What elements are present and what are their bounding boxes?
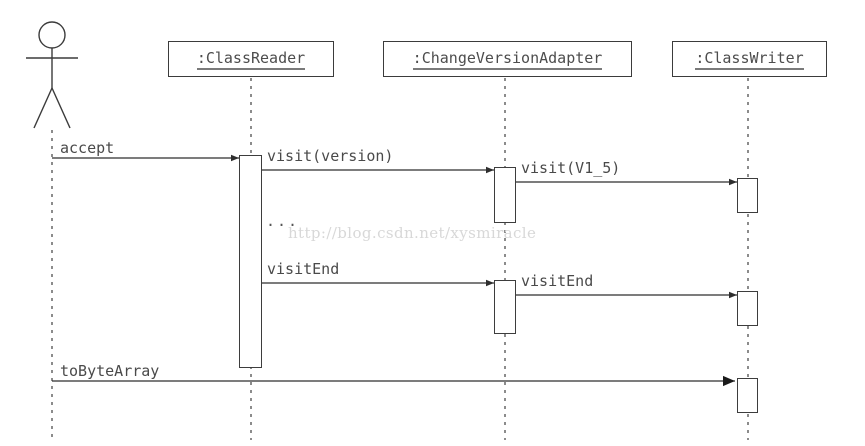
- actor-leg-left-line: [33, 87, 53, 129]
- activation-bar-adapter-2: [494, 280, 516, 334]
- activation-bar-writer-2: [737, 291, 758, 326]
- participant-box-class-reader[interactable]: :ClassReader: [168, 41, 334, 77]
- message-label-to-byte-array: toByteArray: [60, 362, 160, 380]
- activation-bar-writer-3: [737, 378, 758, 413]
- message-label-visit-end-adapter: visitEnd: [521, 272, 594, 290]
- participant-box-class-writer[interactable]: :ClassWriter: [672, 41, 827, 77]
- messages-group: [52, 154, 737, 387]
- participant-box-change-version-adapter[interactable]: :ChangeVersionAdapter: [383, 41, 632, 77]
- continuation-ellipsis: ...: [266, 212, 300, 230]
- actor-leg-right-line: [51, 87, 71, 129]
- activation-bar-writer-1: [737, 178, 758, 213]
- participant-label-change-version-adapter: :ChangeVersionAdapter: [412, 49, 603, 70]
- lifelines-group: [51, 78, 749, 440]
- activation-bar-class-reader: [239, 155, 262, 368]
- message-label-visit-v1-5: visit(V1_5): [521, 159, 621, 177]
- participant-label-class-reader: :ClassReader: [196, 49, 306, 70]
- actor-head-icon: [38, 21, 66, 49]
- message-label-accept: accept: [60, 139, 115, 157]
- actor-stick-figure: [26, 21, 78, 129]
- message-label-visit-end-reader: visitEnd: [267, 260, 340, 278]
- message-label-visit-version: visit(version): [267, 147, 394, 165]
- participant-label-class-writer: :ClassWriter: [695, 49, 804, 70]
- activation-bar-adapter-1: [494, 167, 516, 223]
